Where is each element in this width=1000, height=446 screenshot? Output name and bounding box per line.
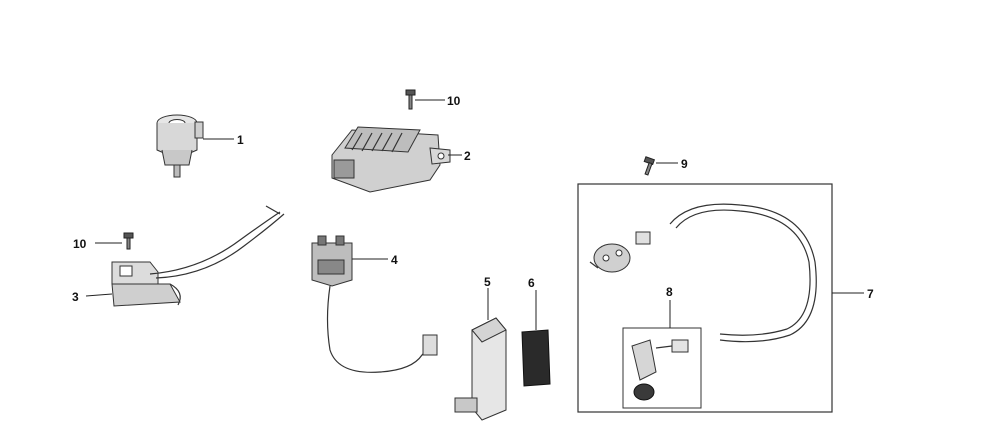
callout-10-upper: 10 xyxy=(447,94,461,108)
callout-9: 9 xyxy=(681,157,688,171)
part-3-sensor xyxy=(111,205,285,307)
part-9-bolt xyxy=(643,156,656,176)
part-7-assembly-box xyxy=(577,183,833,413)
callout-4: 4 xyxy=(391,253,398,267)
callout-6: 6 xyxy=(528,276,535,290)
callout-7: 7 xyxy=(867,287,874,301)
part-2-regulator xyxy=(331,126,451,193)
part-4-coil xyxy=(311,235,438,373)
part-1-relay xyxy=(156,114,204,178)
part-5-cdi-unit xyxy=(454,317,507,421)
part-8-plug-cap-inset xyxy=(622,327,702,409)
callout-5: 5 xyxy=(484,275,491,289)
callout-8: 8 xyxy=(666,285,673,299)
part-6-rubber-cover xyxy=(521,329,551,387)
callout-3: 3 xyxy=(72,290,79,304)
part-10-bolt-upper xyxy=(405,89,416,110)
callout-2: 2 xyxy=(464,149,471,163)
callout-10-lower: 10 xyxy=(73,237,87,251)
part-10-bolt-lower xyxy=(123,232,134,250)
callout-1: 1 xyxy=(237,133,244,147)
